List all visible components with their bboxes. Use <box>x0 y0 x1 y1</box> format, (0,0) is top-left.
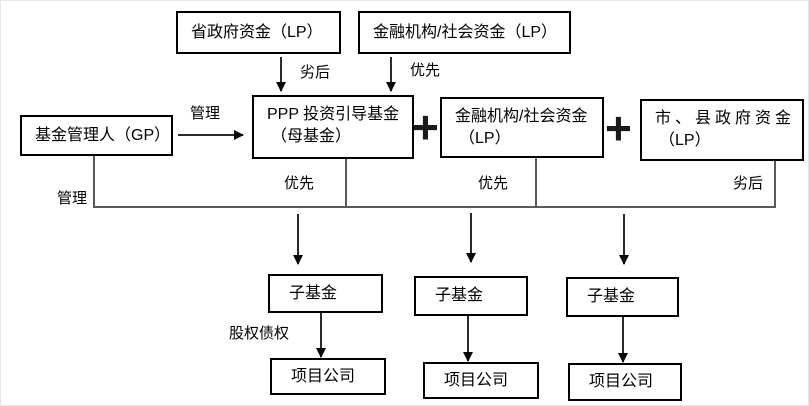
plus-sign-1: + <box>412 101 439 153</box>
arrow-sub-fund-3-to-project-3 <box>618 317 628 363</box>
box-project-company-1: 项目公司 <box>270 358 386 395</box>
box-project-company-1-label: 项目公司 <box>291 367 356 385</box>
box-ppp-mother-fund: PPP 投资引导基金 （母基金） <box>252 95 414 159</box>
arrow-provincial-to-ppp <box>276 57 286 92</box>
box-financial-social-top: 金融机构/社会资金（LP） <box>358 11 571 54</box>
box-project-company-3-label: 项目公司 <box>589 373 654 391</box>
box-sub-fund-1: 子基金 <box>268 274 383 313</box>
box-financial-social-mid-line1: 金融机构/社会资金 <box>455 108 588 125</box>
box-sub-fund-3-label: 子基金 <box>587 288 636 306</box>
box-sub-fund-3: 子基金 <box>566 277 679 317</box>
box-fund-manager-gp-label: 基金管理人（GP） <box>35 126 171 144</box>
arrow-bus-to-sub-fund-1 <box>293 214 303 265</box>
arrow-bus-to-sub-fund-3 <box>619 214 629 265</box>
line-ppp-down <box>345 159 347 207</box>
arrow-bus-to-sub-fund-2 <box>466 213 476 263</box>
box-sub-fund-2-label: 子基金 <box>435 287 484 305</box>
label-priority-top: 优先 <box>410 62 441 79</box>
box-ppp-line2: （母基金） <box>271 127 352 145</box>
box-sub-fund-2: 子基金 <box>414 276 528 316</box>
label-manage-bottom: 管理 <box>57 190 88 207</box>
box-financial-social-mid: 金融机构/社会资金 （LP） <box>440 97 604 158</box>
box-sub-fund-1-label: 子基金 <box>289 284 338 302</box>
box-fund-manager-gp: 基金管理人（GP） <box>20 115 173 156</box>
box-financial-social-mid-line2: （LP） <box>459 129 511 147</box>
label-priority-under-ppp: 优先 <box>284 175 315 192</box>
box-project-company-2: 项目公司 <box>423 362 539 399</box>
box-ppp-line1: PPP 投资引导基金 <box>267 106 400 123</box>
line-financial-mid-down <box>535 158 537 207</box>
box-provincial-fund: 省政府资金（LP） <box>176 11 341 54</box>
line-gp-down <box>93 156 95 208</box>
box-project-company-2-label: 项目公司 <box>444 371 509 389</box>
box-project-company-3: 项目公司 <box>568 363 682 401</box>
label-priority-under-mid: 优先 <box>478 175 509 192</box>
plus-sign-2: + <box>605 102 632 154</box>
box-city-county-line1: 市、县政府资金 <box>655 110 796 127</box>
box-provincial-fund-label: 省政府资金（LP） <box>191 23 323 41</box>
label-subordinate-under-right: 劣后 <box>733 175 764 192</box>
box-city-county-fund: 市、县政府资金 （LP） <box>640 99 804 161</box>
arrow-sub-fund-1-to-project-1 <box>316 313 326 358</box>
label-subordinate-top: 劣后 <box>300 64 331 81</box>
box-financial-social-top-label: 金融机构/社会资金（LP） <box>373 23 558 41</box>
line-horizontal-bus <box>93 206 776 208</box>
label-manage-top: 管理 <box>190 105 221 122</box>
line-city-county-down <box>774 161 776 207</box>
box-city-county-line2: （LP） <box>659 131 711 149</box>
label-equity-debt: 股权债权 <box>229 325 290 342</box>
arrow-gp-to-ppp <box>178 130 244 140</box>
arrow-financial-top-to-ppp <box>386 57 396 92</box>
arrow-sub-fund-2-to-project-2 <box>463 316 473 362</box>
